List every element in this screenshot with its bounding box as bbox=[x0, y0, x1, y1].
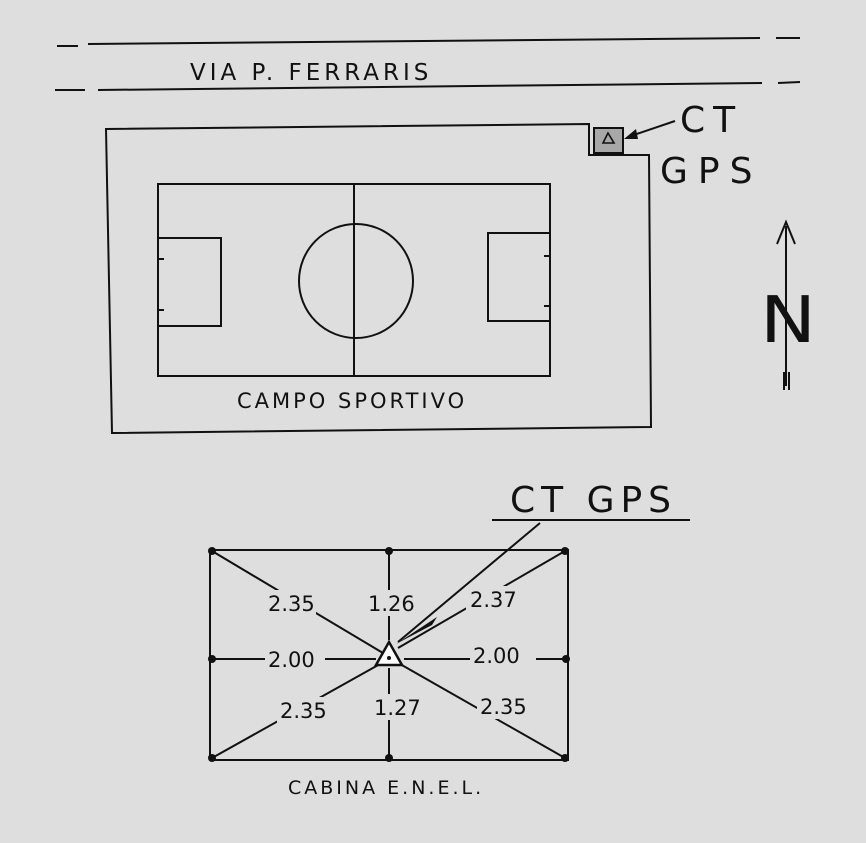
center-circle bbox=[298, 223, 414, 339]
penalty-box-left bbox=[157, 237, 222, 327]
point-bottom-right bbox=[561, 754, 569, 762]
measure-upper-right: 2.37 bbox=[470, 588, 517, 612]
north-arrow: N bbox=[760, 219, 816, 390]
street bbox=[55, 37, 801, 91]
street-edge-bottom-dash-right bbox=[777, 81, 801, 84]
measure-mid-left: 2.00 bbox=[268, 648, 315, 672]
point-top-right bbox=[561, 547, 569, 555]
street-edge-bottom bbox=[97, 82, 763, 91]
ct-gps-building bbox=[593, 127, 624, 154]
street-edge-top bbox=[87, 37, 761, 45]
ct-label: CT bbox=[680, 100, 743, 141]
point-top-left bbox=[208, 547, 216, 555]
field-label: CAMPO SPORTIVO bbox=[237, 389, 467, 413]
measure-lower-right: 2.35 bbox=[480, 695, 527, 719]
measure-mid-right: 2.00 bbox=[473, 644, 520, 668]
point-bottom-center bbox=[385, 754, 393, 762]
point-bottom-left bbox=[208, 754, 216, 762]
measure-upper-left: 2.35 bbox=[268, 592, 315, 616]
measurement-labels: 2.35 1.26 2.37 2.00 2.00 2.35 1.27 2.35 bbox=[264, 586, 539, 723]
penalty-box-right bbox=[487, 232, 551, 322]
football-pitch bbox=[157, 183, 551, 377]
point-mid-right bbox=[562, 655, 570, 663]
north-letter: N bbox=[760, 284, 816, 358]
detail-leader-line bbox=[397, 522, 541, 643]
ct-gps-arrow-head bbox=[624, 129, 638, 139]
field-enclosure bbox=[104, 122, 653, 435]
gps-marker-triangle bbox=[373, 639, 405, 667]
measure-lower-left: 2.35 bbox=[280, 699, 327, 723]
gps-label: GPS bbox=[660, 151, 762, 192]
measure-lower-center: 1.27 bbox=[374, 696, 421, 720]
enclosure-outline bbox=[104, 122, 653, 435]
north-arrow-head bbox=[776, 219, 796, 245]
detail-label: CT GPS bbox=[510, 480, 677, 521]
ct-gps-marker-small bbox=[601, 131, 616, 144]
street-label: VIA P. FERRARIS bbox=[190, 60, 432, 86]
gps-marker-dot bbox=[387, 656, 391, 660]
cabin-label: CABINA E.N.E.L. bbox=[288, 777, 484, 799]
point-top-center bbox=[385, 547, 393, 555]
cabin-points bbox=[208, 547, 570, 762]
point-mid-left bbox=[208, 655, 216, 663]
measure-upper-center: 1.26 bbox=[368, 592, 415, 616]
detail-leader-arrow bbox=[396, 617, 437, 644]
